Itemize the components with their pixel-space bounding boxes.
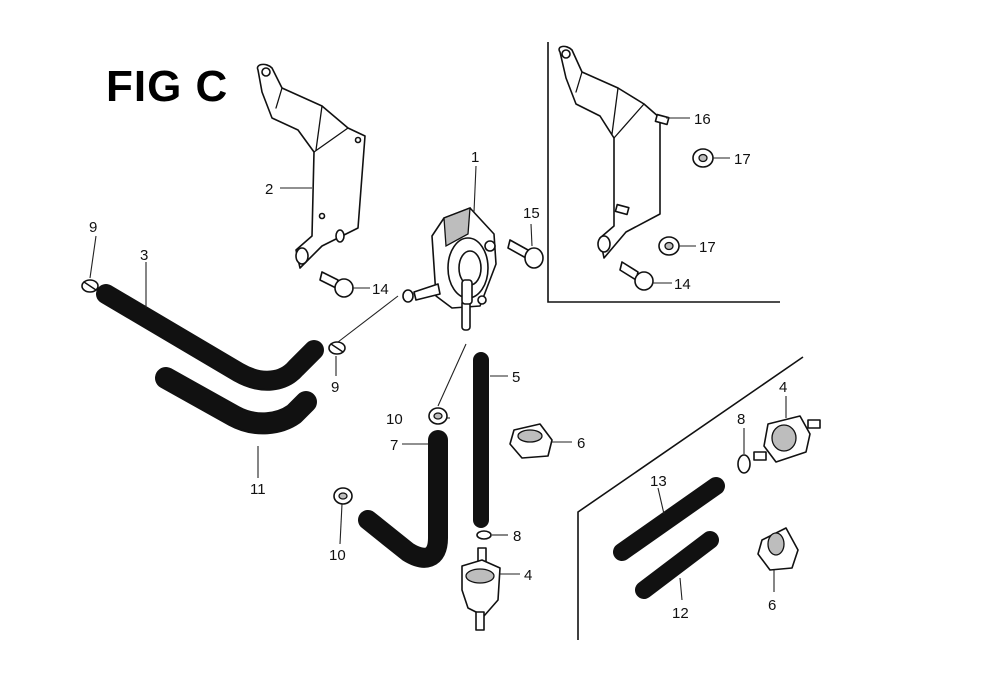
callout-16: 16 [694, 111, 711, 128]
inset-frame-filter [577, 356, 804, 640]
callout-labels: 1 2 3 9 9 14 15 16 17 17 14 5 10 6 7 11 … [89, 111, 787, 622]
part-clamp-10-lower [333, 487, 353, 505]
callout-6-inset: 6 [768, 597, 776, 614]
part-tube-13 [613, 477, 725, 561]
inset-frame-bracket [547, 42, 780, 303]
callout-2: 2 [265, 181, 273, 198]
callout-9-mid: 9 [331, 379, 339, 396]
part-bracket [256, 63, 366, 269]
part-hose-7 [358, 430, 448, 568]
callout-5: 5 [512, 369, 520, 386]
callout-10-lower: 10 [329, 547, 346, 564]
callout-4-inset: 4 [779, 379, 787, 396]
callout-12: 12 [672, 605, 689, 622]
part-clip-9-left [81, 279, 99, 293]
part-clip-8-inset [737, 454, 751, 474]
callout-11: 11 [250, 481, 266, 498]
callout-3: 3 [140, 247, 148, 264]
callout-17-lower: 17 [699, 239, 716, 256]
part-clamp-10-upper [428, 407, 448, 425]
callout-10-upper: 10 [386, 411, 403, 428]
callout-8-lower: 8 [513, 528, 521, 545]
callout-14-main: 14 [372, 281, 389, 298]
callout-14-inset: 14 [674, 276, 691, 293]
callout-4-main: 4 [524, 567, 532, 584]
callout-15: 15 [523, 205, 540, 222]
callout-8-inset: 8 [737, 411, 745, 428]
part-hose-11 [155, 367, 317, 435]
callout-6-main: 6 [577, 435, 585, 452]
part-clip-9-mid [328, 341, 346, 355]
part-bracket-inset [558, 45, 670, 259]
callout-9-left: 9 [89, 219, 97, 236]
figure-title: FIG C [106, 62, 229, 111]
part-clip-8-lower [476, 530, 492, 540]
leader-lines [89, 117, 787, 601]
part-fuel-pump [402, 207, 497, 331]
part-filter-4-main [461, 547, 501, 631]
part-screw-15 [507, 239, 544, 269]
part-nut-lower [658, 236, 680, 256]
part-hose-3 [96, 284, 324, 391]
part-tube-12 [635, 531, 719, 599]
callout-7: 7 [390, 437, 398, 454]
callout-1: 1 [471, 149, 479, 166]
part-bolt-main [319, 271, 354, 298]
callout-17-upper: 17 [734, 151, 751, 168]
part-grommet-6-main [509, 423, 553, 459]
part-grommet-6-inset [757, 527, 799, 571]
part-bolt-inset [619, 261, 654, 291]
part-nut-upper [692, 148, 714, 168]
callout-13: 13 [650, 473, 667, 490]
part-filter-4-inset [753, 415, 821, 463]
